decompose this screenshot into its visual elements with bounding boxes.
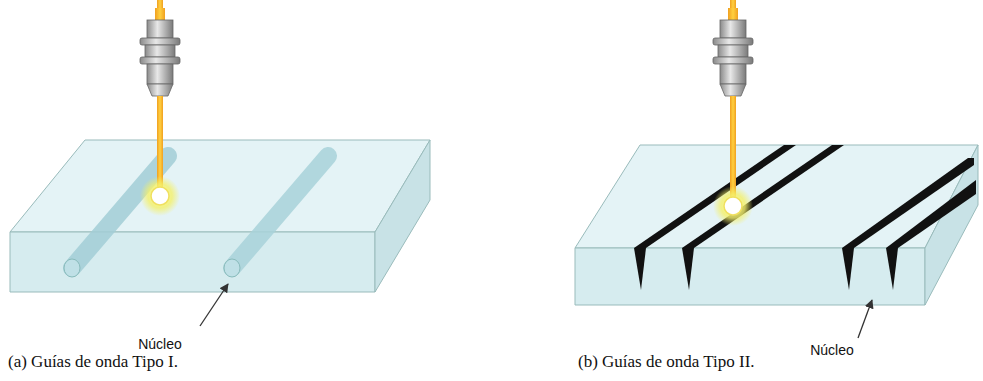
core-label: Núcleo (810, 342, 854, 358)
type-two-panel (575, 0, 978, 338)
subfigure-caption: (a) Guías de onda Tipo I. (8, 352, 178, 372)
subfigure-caption: (b) Guías de onda Tipo II. (578, 352, 755, 372)
type-one-panel (10, 0, 430, 326)
core-label: Núcleo (138, 336, 182, 352)
